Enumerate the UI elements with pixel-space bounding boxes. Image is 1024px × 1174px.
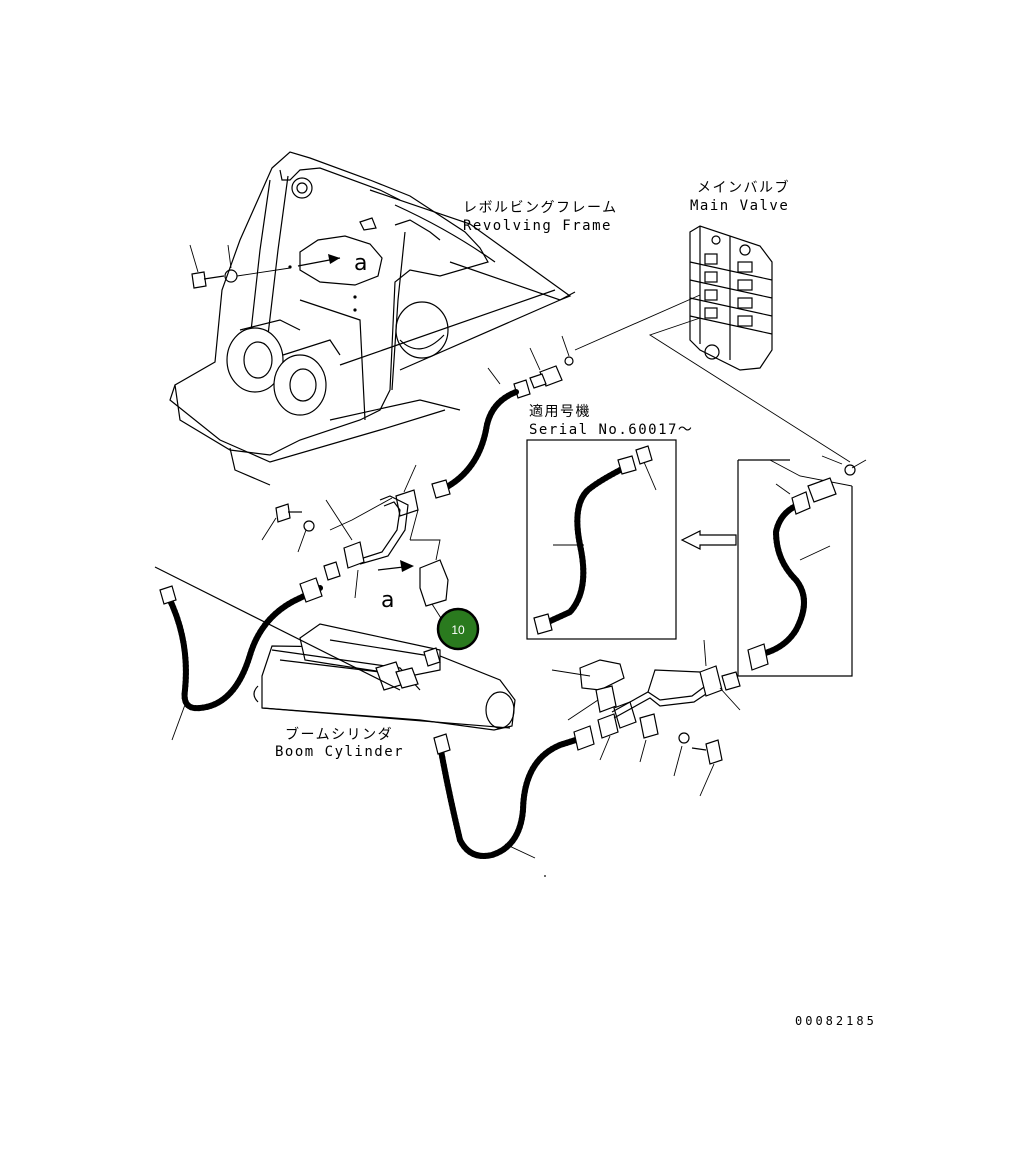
serial-en-label: Serial No.60017～ [529, 422, 693, 438]
boom-cylinder-drawing [154, 566, 516, 731]
upper-hose-assembly [261, 335, 574, 627]
boom-cylinder-en-label: Boom Cylinder [275, 744, 404, 760]
revolving-frame-jp-label: レボルビングフレーム [463, 200, 618, 216]
main-valve-en-label: Main Valve [690, 198, 789, 214]
boom-cylinder-jp-label: ブームシリンダ [285, 726, 393, 743]
main-valve-jp-label: メインバルブ [697, 179, 790, 196]
serial-jp-label: 適用号機 [529, 403, 591, 420]
part-callout-10[interactable]: 10 [436, 607, 480, 651]
original-detail-box [737, 455, 867, 677]
callout-number: 10 [451, 623, 465, 637]
left-hose-assembly [159, 577, 323, 741]
detail-a-label-frame: a [354, 251, 367, 276]
main-valve-drawing [574, 225, 851, 463]
revolving-frame-drawing [169, 151, 576, 486]
revolving-frame-en-label: Revolving Frame [463, 218, 612, 234]
serial-detail-box [526, 439, 737, 640]
lower-hose-assembly [433, 639, 741, 877]
drawing-number: 00082185 [795, 1014, 877, 1028]
detail-a-label-bracket: a [381, 588, 394, 613]
